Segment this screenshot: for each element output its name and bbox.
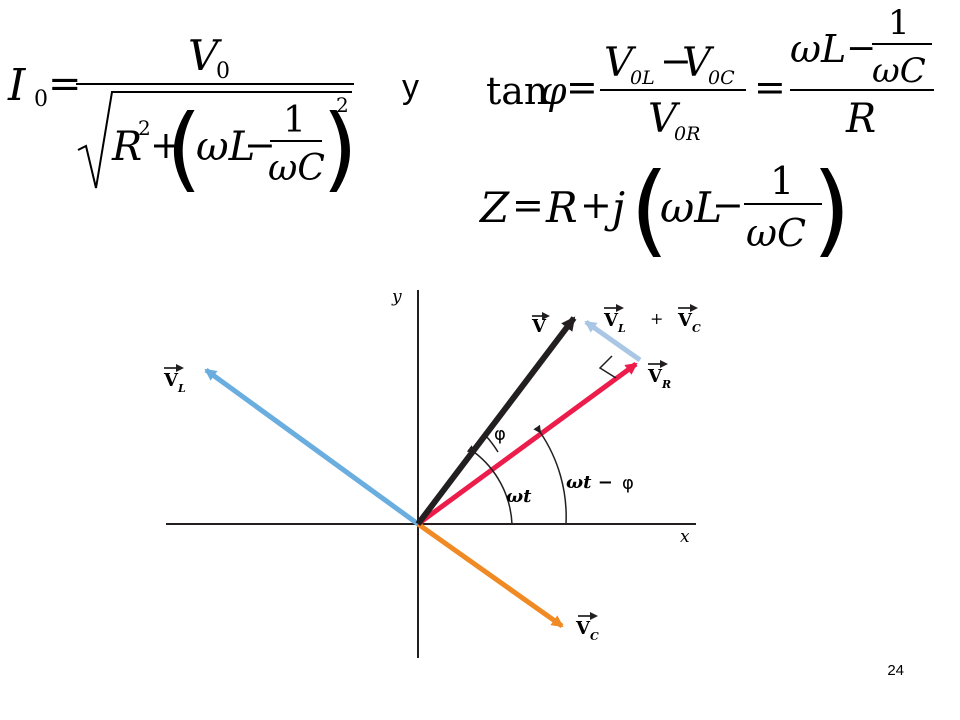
right-angle-marker [598, 355, 617, 379]
sum-label-vc-subscript: C [692, 322, 701, 335]
vc-label: V [575, 618, 591, 639]
phasor-diagram: y x V V L V C V [163, 287, 701, 658]
angle-arc-omega-t-minus-phi [533, 424, 567, 525]
v0c-symbol: V [682, 40, 715, 86]
vl-label-subscript: L [177, 382, 186, 395]
square-root-sign [77, 91, 352, 189]
v0r-symbol: V [648, 96, 681, 142]
y-axis-label: y [391, 287, 402, 307]
vl-plus-vc-phasor [584, 319, 642, 363]
minus-sign-3: − [846, 28, 876, 69]
sum-plus-sign: + [650, 309, 663, 328]
unity-1: 1 [283, 100, 306, 141]
numerator-voltage: V [188, 31, 222, 80]
tan-function: tan [486, 69, 548, 113]
angle-arc-phi [485, 435, 499, 453]
unity-2: 1 [888, 3, 910, 43]
v0l-symbol: V [604, 40, 637, 86]
right-paren-1: ) [322, 95, 358, 202]
equals-sign-1: = [48, 61, 82, 107]
v0l-subscript: 0L [630, 67, 655, 89]
plus-sign-3: + [580, 183, 612, 227]
vr-label: V [647, 366, 663, 387]
v0r-subscript: 0R [674, 123, 700, 145]
phase-angle-equation: tan φ = V 0L − V 0C V 0R = ωL − 1 ωC R [486, 3, 934, 145]
omega-c-2: ωC [872, 51, 926, 91]
unity-3: 1 [770, 159, 794, 203]
outer-exponent: 2 [336, 93, 349, 117]
vr-label-subscript: R [661, 378, 671, 391]
v0c-subscript: 0C [708, 67, 735, 89]
r-denominator: R [845, 96, 876, 142]
vc-label-subscript: C [590, 630, 599, 643]
phi-label: φ [494, 424, 506, 445]
omega-t-minus-label: ωt − [566, 472, 613, 493]
sum-label-vl-subscript: L [617, 322, 626, 335]
impedance-symbol: Z [478, 183, 510, 232]
omega-t-label: ωt [506, 486, 532, 507]
x-axis-label: x [680, 527, 690, 547]
resistance-symbol: R [111, 124, 142, 170]
omega-l-2: ωL [790, 27, 846, 71]
omega-c-3: ωC [746, 211, 806, 255]
slide-number: 24 [887, 662, 904, 679]
minus-sign-4: − [712, 183, 744, 227]
v-total-phasor [415, 316, 577, 526]
v-total-label: V [531, 316, 547, 337]
equals-sign-2: = [566, 65, 598, 109]
omega-c-1: ωC [268, 148, 325, 189]
current-amplitude-equation: I 0 = V 0 R 2 + ( ωL − 1 ωC ) 2 [7, 31, 358, 202]
vc-phasor [416, 521, 564, 629]
minus-sign-2: − [660, 39, 692, 83]
plus-sign-1: + [150, 123, 182, 167]
current-symbol: I [7, 60, 27, 111]
resistance-exponent: 2 [138, 116, 151, 140]
phi-symbol-eq: φ [540, 69, 567, 113]
phi-label-2: φ [622, 473, 634, 494]
omega-l-1: ωL [196, 124, 255, 170]
vl-phasor [204, 367, 420, 527]
connector-y: y [402, 68, 419, 106]
vl-label: V [163, 370, 179, 391]
angle-arc-omega-t [466, 445, 513, 525]
sum-label-vc: V [677, 310, 693, 331]
right-paren-3: ) [812, 151, 851, 268]
r-symbol-3: R [545, 183, 578, 232]
numerator-subscript: 0 [216, 59, 230, 84]
equals-sign-4: = [512, 183, 544, 227]
equals-sign-3: = [754, 65, 786, 109]
sum-label-vl: V [603, 310, 619, 331]
left-paren-1: ( [166, 95, 202, 202]
minus-sign-1: − [244, 123, 276, 167]
omega-l-3: ωL [660, 183, 722, 232]
impedance-equation: Z = R + j ( ωL − 1 ωC ) [478, 151, 851, 268]
current-subscript: 0 [34, 87, 48, 112]
vr-phasor [416, 361, 638, 527]
left-paren-3: ( [630, 151, 669, 268]
